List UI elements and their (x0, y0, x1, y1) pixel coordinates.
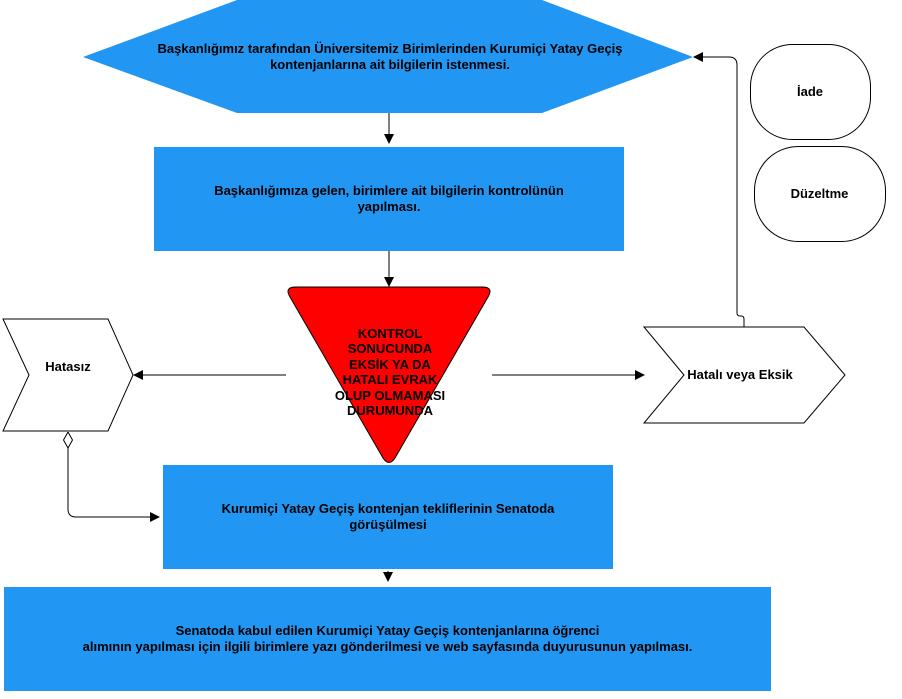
check-label: Başkanlığımıza gelen, birimlere ait bilg… (154, 147, 624, 251)
decision-label-line: DURUMUNDA (347, 403, 433, 418)
senate-label-line1: Kurumiçi Yatay Geçiş kontenjan teklifler… (221, 501, 555, 516)
start-hexagon-shape[interactable] (83, 0, 693, 113)
decision-label-line: SONUCUNDA (347, 341, 433, 356)
start-label-line2: kontenjanlarına ait bilgilerin istenmesi… (270, 57, 510, 72)
check-label-line1: Başkanlığımıza gelen, birimlere ait bilg… (214, 183, 564, 198)
senate-box-shape[interactable] (163, 465, 613, 569)
start-label-line1: Başkanlığımız tarafından Üniversitemiz B… (157, 41, 623, 56)
senate-label: Kurumiçi Yatay Geçiş kontenjan teklifler… (163, 465, 613, 569)
decision-label: KONTROL SONUCUNDA EKSİK YA DA HATALI EVR… (300, 324, 480, 420)
ok-label: Hatasız (45, 359, 91, 374)
final-label-line1: Senatoda kabul edilen Kurumiçi Yatay Geç… (175, 623, 600, 638)
error-chevron-shape[interactable] (642, 326, 846, 424)
start-label: Başkanlığımız tarafından Üniversitemiz B… (110, 36, 670, 78)
senate-label-line2: görüşülmesi (349, 517, 427, 532)
error-label: Hatalı veya Eksik (687, 367, 793, 382)
decision-label-line: HATALI EVRAK (342, 372, 438, 387)
decision-label-line: KONTROL (357, 325, 423, 341)
edge-error-to-start (693, 52, 745, 327)
decision-label-line: OLUP OLMAMASI (334, 387, 446, 403)
check-label-line2: yapılması. (357, 199, 421, 214)
final-label: Senatoda kabul edilen Kurumiçi Yatay Geç… (4, 587, 771, 691)
decision-triangle-shape[interactable] (287, 286, 491, 463)
ok-chevron-shape[interactable] (2, 318, 134, 432)
check-box-shape[interactable] (154, 147, 624, 251)
edge-ok-to-senate (68, 432, 159, 517)
decision-label-line: EKSİK YA DA (349, 356, 431, 372)
return-rounded-shape[interactable] (750, 44, 871, 140)
final-label-line2: alımının yapılması için ilgili birimlere… (82, 639, 693, 654)
return-label: İade (796, 83, 823, 99)
fix-label: Düzeltme (790, 185, 849, 201)
final-box-shape[interactable] (4, 587, 771, 691)
fix-rounded-shape[interactable] (754, 146, 886, 242)
